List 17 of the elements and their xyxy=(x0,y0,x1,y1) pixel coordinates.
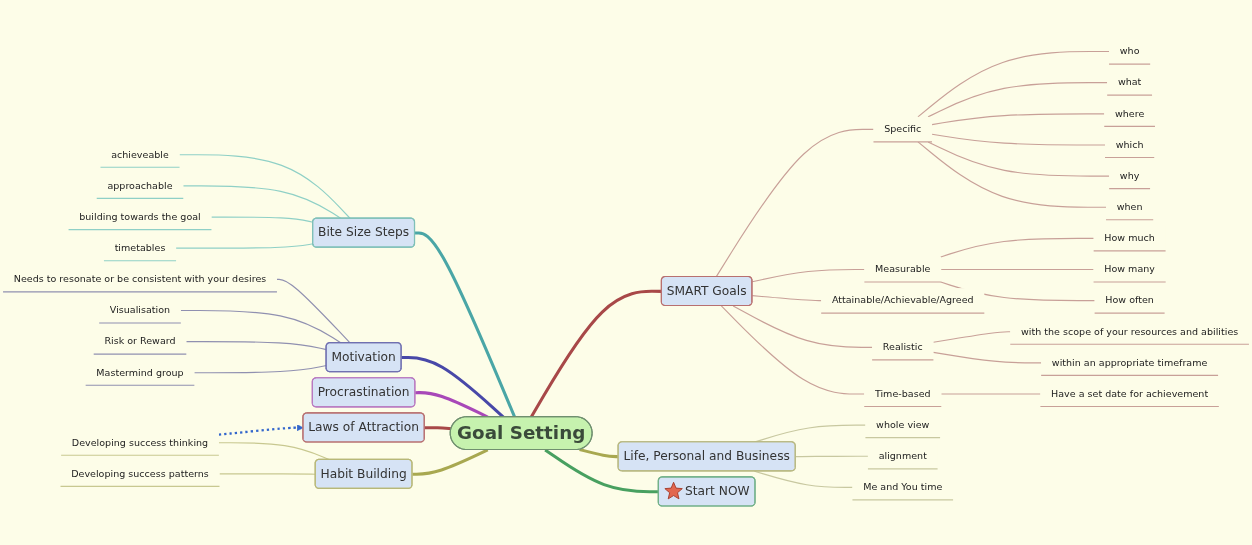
connector xyxy=(751,268,865,283)
connector xyxy=(720,305,865,395)
connector xyxy=(753,470,853,488)
connector xyxy=(180,309,342,344)
connector xyxy=(927,82,1108,118)
connector xyxy=(544,448,659,494)
connector xyxy=(412,448,489,476)
connector xyxy=(917,141,1107,208)
connector xyxy=(732,305,873,348)
connector xyxy=(751,295,822,302)
connector xyxy=(414,231,517,418)
connector xyxy=(927,141,1110,177)
connector xyxy=(424,426,452,431)
connector xyxy=(917,50,1110,118)
connector xyxy=(579,448,619,459)
connector xyxy=(529,289,662,418)
connector xyxy=(276,278,351,344)
